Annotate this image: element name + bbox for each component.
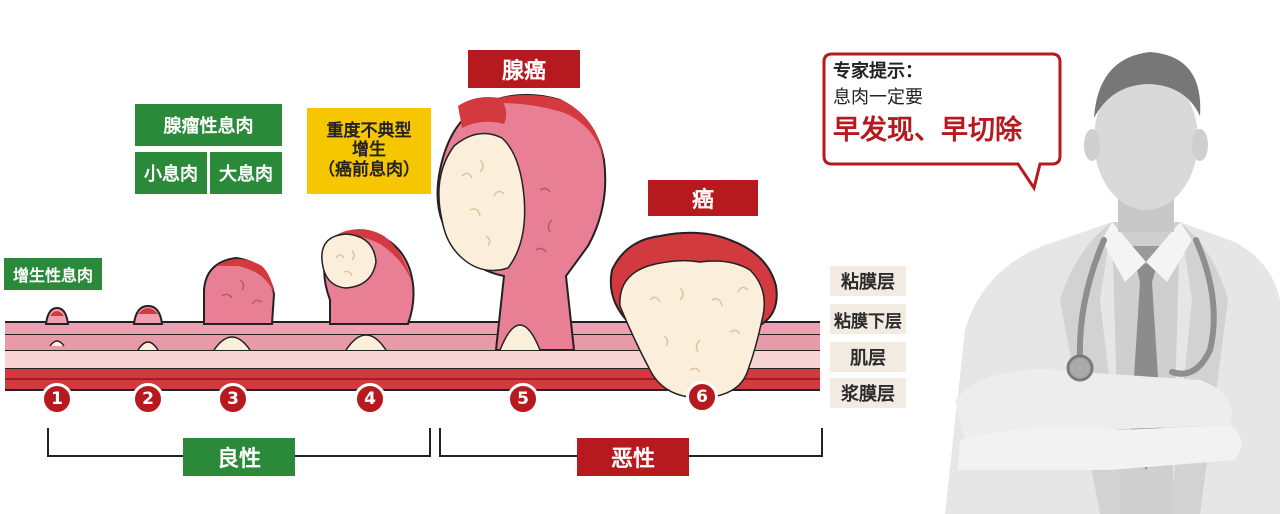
label-dysplasia-line3: （癌前息肉） [318, 159, 420, 180]
layer-tag-submucosa: 粘膜下层 [830, 304, 906, 334]
label-malignant: 恶性 [577, 438, 689, 476]
polyp-stage-2 [132, 304, 164, 351]
stage-number-5: 5 [507, 383, 539, 415]
expert-tip-text: 专家提示： 息肉一定要 早发现、早切除 [833, 60, 1053, 150]
label-cancer: 癌 [648, 180, 758, 216]
polyp-stage-5 [436, 93, 607, 351]
label-adenocarcinoma: 腺癌 [468, 50, 580, 88]
label-large-polyp: 大息肉 [210, 152, 282, 194]
expert-tip-bubble [822, 52, 1062, 192]
doctor-figure-icon [945, 52, 1280, 514]
stage-number-3: 3 [217, 383, 249, 415]
label-hyperplastic-polyp: 增生性息肉 [4, 258, 102, 290]
layer-tag-muscle: 肌层 [830, 342, 906, 372]
stage-number-4: 4 [354, 383, 386, 415]
label-small-polyp: 小息肉 [135, 152, 207, 194]
polyp-stage-3 [203, 256, 276, 351]
label-benign: 良性 [183, 438, 295, 476]
stage-number-6: 6 [686, 381, 718, 413]
label-adenomatous-polyp: 腺瘤性息肉 [135, 104, 282, 146]
expert-tip-title: 专家提示： [833, 61, 923, 82]
expert-tip-line2: 早发现、早切除 [833, 115, 1022, 146]
label-dysplasia-line1: 重度不典型 [326, 120, 412, 141]
layer-tag-mucosa: 粘膜层 [830, 266, 906, 296]
stethoscope-icon [1066, 237, 1217, 382]
stage-number-1: 1 [41, 383, 73, 415]
label-dysplasia: 重度不典型 增生 （癌前息肉） [307, 108, 431, 194]
label-dysplasia-line2: 增生 [352, 140, 386, 161]
polyp-stage-4 [321, 229, 415, 351]
polyp-stage-6 [609, 231, 778, 399]
stage-number-2: 2 [132, 383, 164, 415]
layer-tag-serosa: 浆膜层 [830, 378, 906, 408]
expert-tip-line1: 息肉一定要 [833, 87, 923, 108]
polyp-stage-1 [44, 306, 70, 347]
